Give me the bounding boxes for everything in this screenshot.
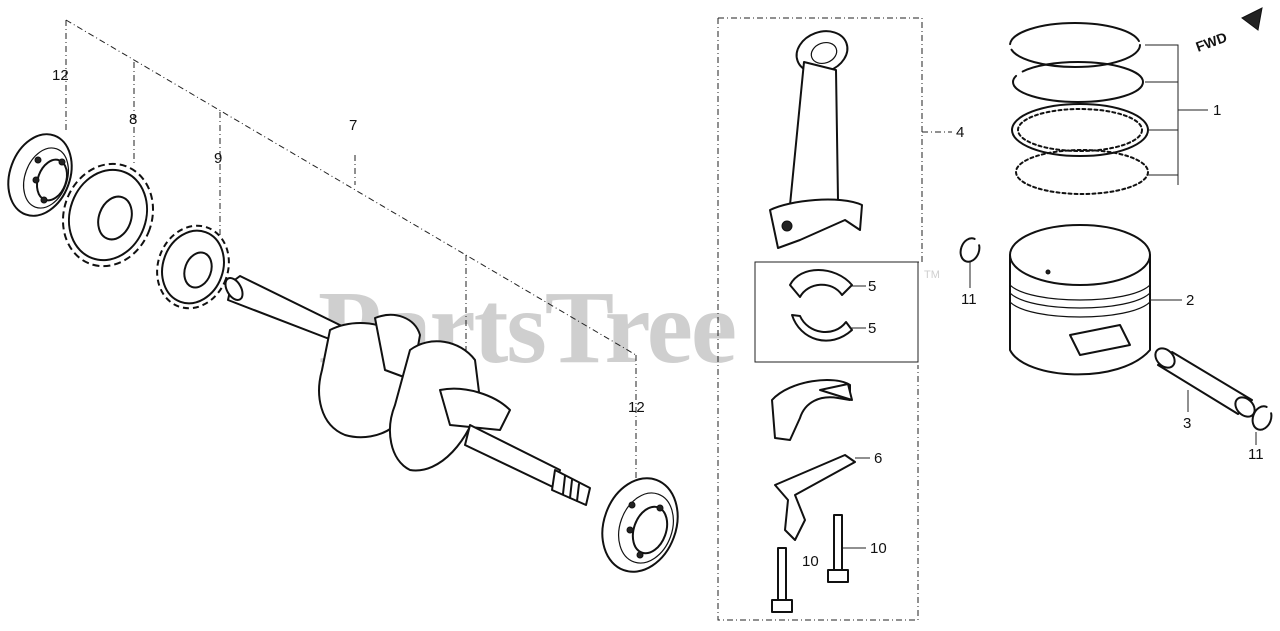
callout-11-left: 11 [961,291,977,308]
watermark-trademark: TM [924,269,940,281]
ball-bearing-left[interactable] [0,125,83,224]
assembly-axis-line [65,19,637,356]
crankshaft[interactable] [222,275,591,506]
callout-3: 3 [1183,415,1191,432]
callout-1: 1 [1213,102,1221,119]
connecting-rod-bearing-lower[interactable] [791,314,853,342]
fwd-arrow-icon [1241,7,1263,31]
forward-direction-indicator: FWD [1194,7,1263,55]
piston-ring-set[interactable] [1009,22,1149,195]
callout-10-right: 10 [870,540,887,557]
leader-1 [1145,44,1208,185]
callout-8: 8 [129,111,137,128]
callout-11-right: 11 [1248,446,1264,463]
connecting-rod-bolt-left[interactable] [771,547,793,613]
connecting-rod[interactable] [769,24,863,249]
fwd-label: FWD [1194,29,1229,55]
callout-5-lower: 5 [868,320,876,337]
callout-9: 9 [214,150,222,167]
crankshaft-gear-large[interactable] [49,151,167,279]
connecting-rod-cap[interactable] [771,379,853,441]
callout-2: 2 [1186,292,1194,309]
callout-12-right: 12 [628,399,645,416]
crankshaft-gear-small[interactable] [146,216,241,319]
connecting-rod-bolt-right[interactable] [827,514,849,583]
piston-pin-clip-left[interactable] [957,236,982,265]
callout-12-left: 12 [52,67,69,84]
conrod-group-outline [718,17,923,263]
callout-6: 6 [874,450,882,467]
callout-10-left: 10 [802,553,819,570]
connecting-rod-bearing-upper[interactable] [789,269,853,298]
conrod-group-outline-left [717,18,919,621]
lock-washer-plate[interactable] [774,454,856,541]
callout-4: 4 [956,124,964,141]
piston-pin[interactable] [1152,345,1259,421]
bearing-group-box [754,261,919,363]
callout-5-upper: 5 [868,278,876,295]
piston-pin-clip-right[interactable] [1249,404,1274,433]
piston[interactable] [1009,224,1151,376]
ball-bearing-right[interactable] [590,468,690,583]
callout-7: 7 [349,117,357,134]
